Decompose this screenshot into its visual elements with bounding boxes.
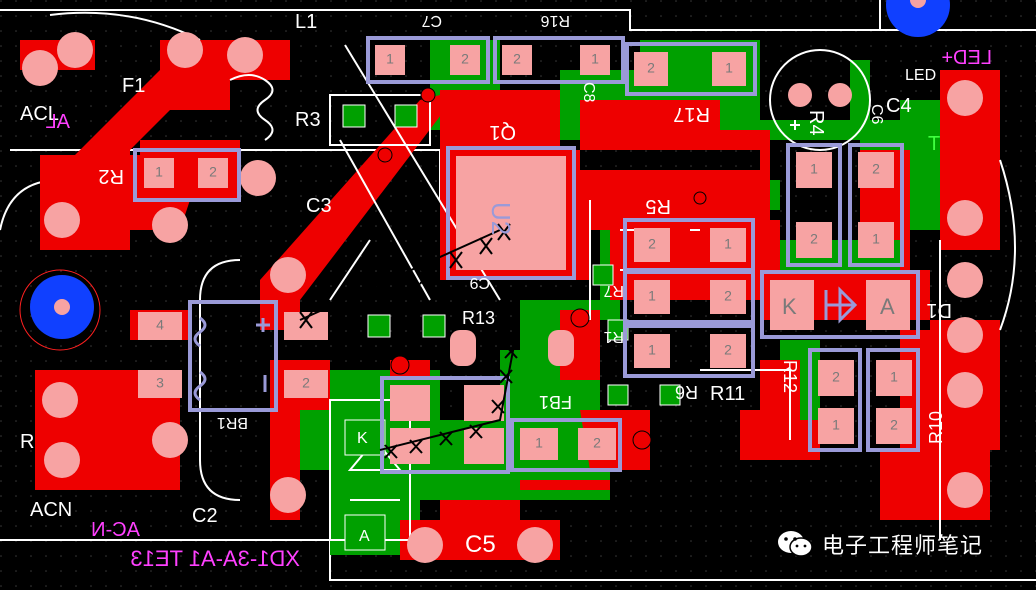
svg-text:2: 2 <box>461 51 469 67</box>
svg-text:4: 4 <box>156 317 164 333</box>
bottom-smd-pads <box>342 104 681 551</box>
label-C2: C2 <box>192 505 218 527</box>
small-vias <box>377 87 707 450</box>
label-R16: R16 <box>541 12 570 29</box>
label-C6: C6 <box>868 104 885 125</box>
label-FB1: FB1 <box>539 392 572 412</box>
label-K: K <box>357 430 368 447</box>
svg-text:2: 2 <box>647 60 655 76</box>
label-Q1: Q1 <box>489 121 516 143</box>
label-R4: R4 <box>805 110 827 136</box>
smd-components: 1 2 2 1 2 1 1 2 2 1 1 2 1 2 1 2 2 1 2 1 1 2 4 3 2 1 2 <box>133 36 920 474</box>
svg-text:2: 2 <box>890 417 898 433</box>
label-L1: L1 <box>295 11 317 33</box>
drc-error-marks <box>299 223 518 459</box>
bridge-rectifier-symbol <box>193 316 270 402</box>
label-A: A <box>359 528 370 545</box>
svg-text:2: 2 <box>648 236 656 252</box>
label-T: T <box>928 133 940 155</box>
label-R12: R12 <box>780 360 800 393</box>
label-C8: C8 <box>580 82 597 103</box>
label-R2: R2 <box>98 165 124 187</box>
svg-text:2: 2 <box>832 369 840 385</box>
label-R11: R11 <box>710 383 745 405</box>
label-R13: R13 <box>462 308 495 328</box>
label-part-code-mirror: XD1-3A-A1 TE13 <box>130 546 300 571</box>
svg-text:2: 2 <box>810 231 818 247</box>
label-C7: C7 <box>421 12 442 29</box>
label-R7: R7 <box>603 282 624 299</box>
through-hole-pads <box>22 32 983 563</box>
label-C3: C3 <box>306 195 332 217</box>
label-ACL: ACL <box>20 103 59 125</box>
svg-text:3: 3 <box>156 375 164 391</box>
bottom-silk-labels: AC-N LED+ XD1-3A-A1 TE13 AL <box>46 47 992 571</box>
svg-text:1: 1 <box>872 231 880 247</box>
label-R3: R3 <box>295 109 321 131</box>
svg-text:2: 2 <box>513 51 521 67</box>
mounting-holes <box>30 0 950 339</box>
wechat-icon <box>778 531 813 557</box>
label-R17: R17 <box>673 103 710 125</box>
svg-text:1: 1 <box>591 51 599 67</box>
svg-text:2: 2 <box>593 435 601 451</box>
svg-text:1: 1 <box>724 236 732 252</box>
svg-text:1: 1 <box>832 417 840 433</box>
svg-text:1: 1 <box>725 60 733 76</box>
label-LED-plus-mirror: LED+ <box>941 47 992 69</box>
svg-text:2: 2 <box>724 342 732 358</box>
svg-text:1: 1 <box>890 369 898 385</box>
label-AC-N-mirror: AC-N <box>91 519 140 541</box>
svg-text:1: 1 <box>386 51 394 67</box>
label-C9: C9 <box>469 274 490 291</box>
svg-text:1: 1 <box>810 161 818 177</box>
label-R5: R5 <box>645 195 671 217</box>
label-D1-A: A <box>880 294 895 319</box>
silk-labels: L1 C7 R16 F1 ACL R3 C8 R17 R4 C6 C4 LED … <box>20 11 952 558</box>
top-copper <box>20 40 1000 560</box>
label-R-left: R <box>20 431 34 453</box>
label-C4: C4 <box>886 95 912 117</box>
label-F1: F1 <box>122 75 145 97</box>
label-D1: D1 <box>926 299 952 321</box>
svg-text:1: 1 <box>648 288 656 304</box>
label-R1: R1 <box>603 328 624 345</box>
svg-text:2: 2 <box>209 164 217 180</box>
label-D1-K: K <box>782 294 797 319</box>
svg-text:2: 2 <box>872 161 880 177</box>
svg-text:1: 1 <box>648 342 656 358</box>
watermark: 电子工程师笔记 <box>776 528 983 560</box>
label-R10: R10 <box>926 411 946 444</box>
label-U2: U2 <box>486 202 516 235</box>
label-AL-mirror-text: AL <box>46 111 70 133</box>
svg-text:1: 1 <box>535 435 543 451</box>
label-LED: LED <box>905 67 936 84</box>
label-BR1: BR1 <box>217 414 248 431</box>
watermark-text: 电子工程师笔记 <box>822 534 984 559</box>
svg-text:2: 2 <box>724 288 732 304</box>
label-C5: C5 <box>465 531 496 558</box>
label-R6: R6 <box>675 382 698 402</box>
label-ACN: ACN <box>30 499 72 521</box>
svg-text:1: 1 <box>155 164 163 180</box>
svg-text:2: 2 <box>302 375 310 391</box>
diode-symbol <box>824 286 858 324</box>
